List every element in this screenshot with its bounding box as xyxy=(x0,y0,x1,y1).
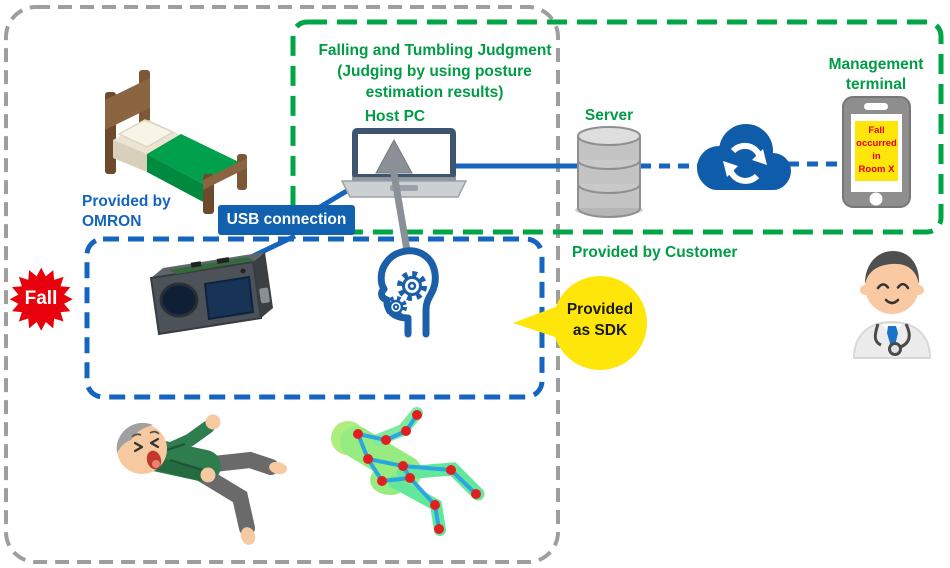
usb-connection-label: USB connection xyxy=(218,205,355,235)
smartphone-icon xyxy=(842,96,911,208)
doctor-icon xyxy=(852,251,932,359)
bed-icon xyxy=(105,70,247,214)
posture-skeleton-icon xyxy=(331,407,485,536)
sensor-camera-icon xyxy=(149,252,273,336)
sdk-speech-bubble xyxy=(513,276,647,370)
laptop-icon xyxy=(340,128,468,198)
fallen-elderly-person-icon xyxy=(116,414,287,545)
phone-alert-line: Fall xyxy=(868,125,885,136)
starburst-badge xyxy=(9,267,73,331)
host-pc-label: Host PC xyxy=(364,108,426,125)
gear-icon xyxy=(397,271,427,301)
judgment-title: Falling and Tumbling Judgment xyxy=(318,42,552,59)
server-label: Server xyxy=(584,107,634,124)
judgment-subtitle: (Judging by using posture estimation res… xyxy=(337,63,532,101)
cloud-sync-icon xyxy=(697,124,791,190)
sdk-area-border xyxy=(84,236,545,400)
gear-icon xyxy=(385,296,407,318)
sdk-bubble-label: Provided as SDK xyxy=(566,301,634,339)
head-with-gears-icon xyxy=(377,247,439,338)
management-terminal-label: Management terminal xyxy=(828,56,924,93)
judgment-area-border xyxy=(290,19,944,235)
fall-badge-label: Fall xyxy=(24,288,58,309)
phone-alert-line: in xyxy=(872,151,881,162)
provided-by-customer-label: Provided by Customer xyxy=(572,244,738,261)
omron-area-border xyxy=(4,5,560,564)
pc-sdk-pointer xyxy=(389,167,413,263)
provided-by-omron-label: Provided by OMRON xyxy=(82,193,171,230)
phone-alert-line: Room X xyxy=(858,164,895,175)
phone-alert-text: Fall occurred in Room X xyxy=(853,124,900,176)
phone-alert-line: occurred xyxy=(856,138,897,149)
database-cylinder-icon xyxy=(575,126,643,218)
